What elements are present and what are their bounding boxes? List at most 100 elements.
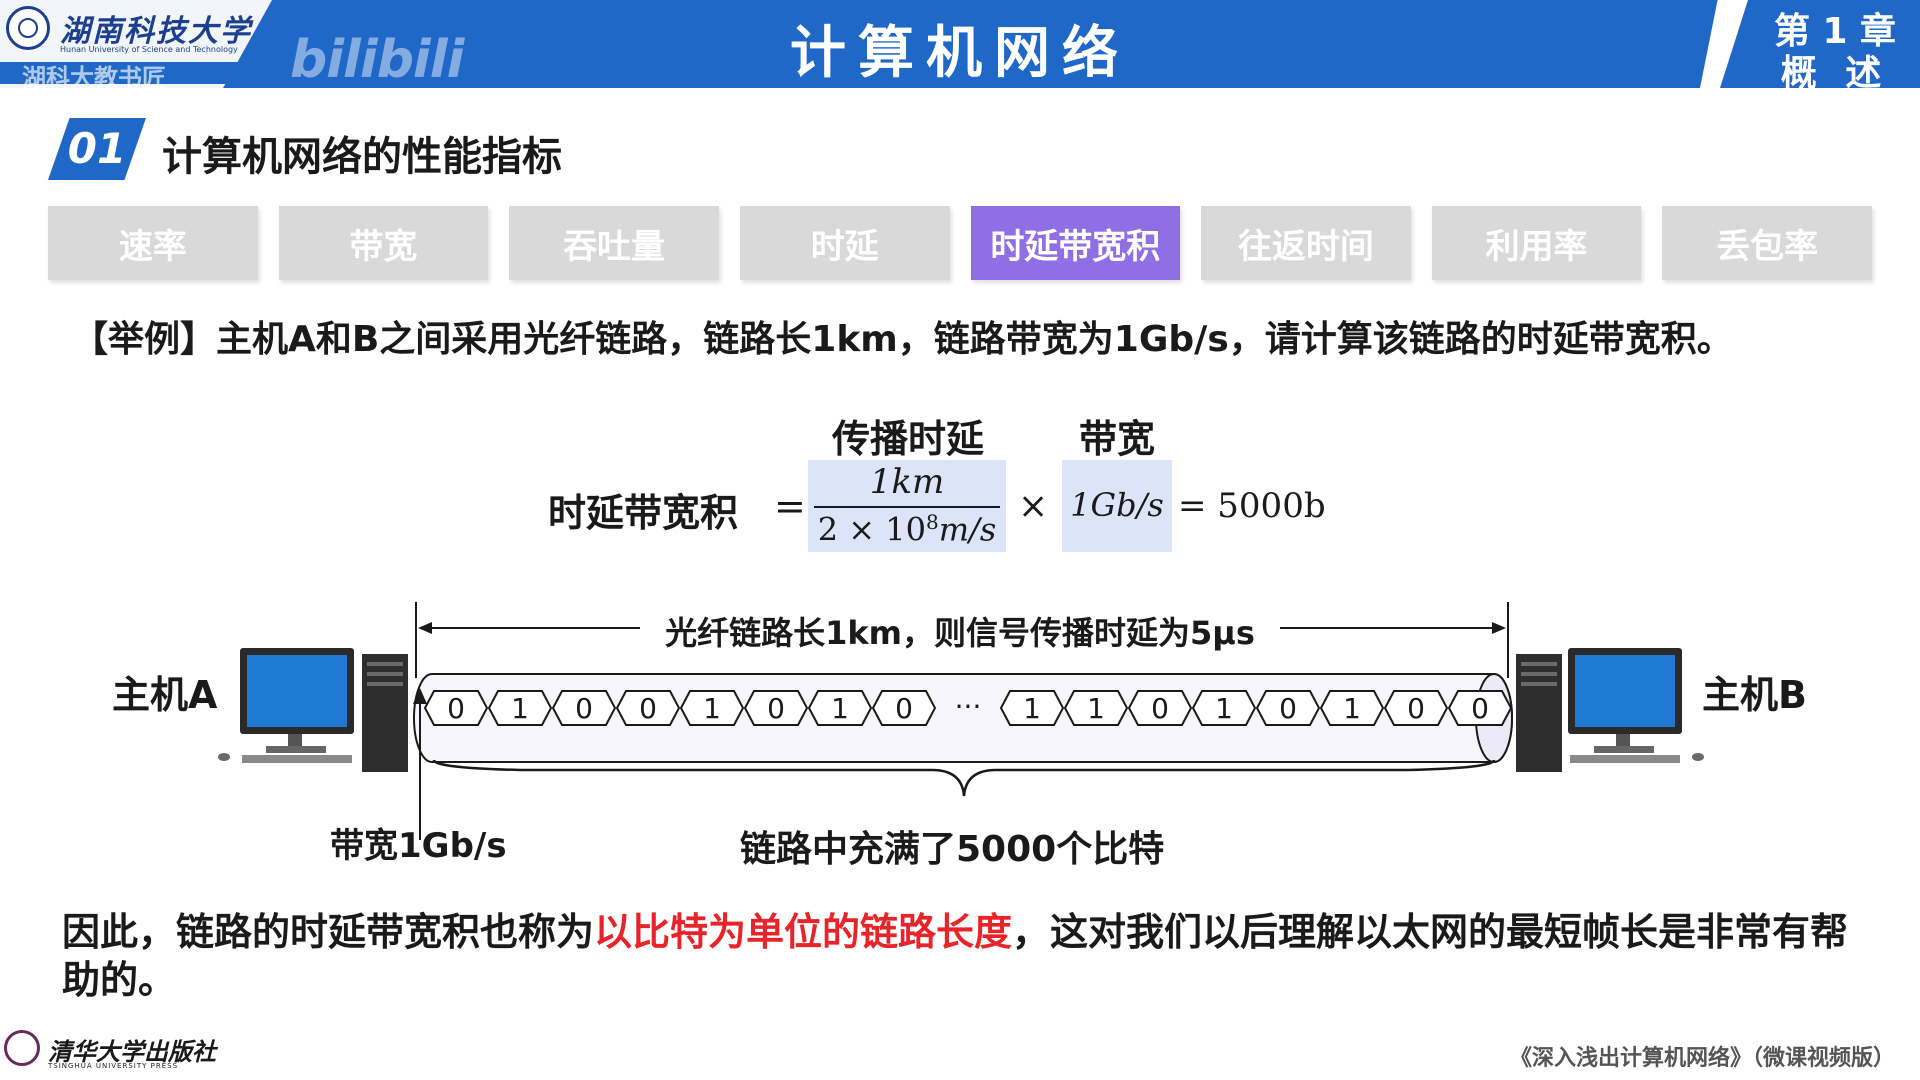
conclusion-highlight: 以比特为单位的链路长度 xyxy=(594,910,1013,954)
tab-round-trip-time[interactable]: 往返时间 xyxy=(1201,206,1411,280)
bit-shape xyxy=(871,690,937,726)
bit-right-3: 1 xyxy=(1191,690,1257,726)
host-b-label: 主机B xyxy=(1702,673,1807,717)
section-title: 计算机网络的性能指标 xyxy=(162,134,562,180)
bit-count-brace xyxy=(432,759,1496,797)
university-seal-icon xyxy=(6,6,50,50)
bit-right-2: 0 xyxy=(1127,690,1193,726)
bit-value: 0 xyxy=(767,692,785,725)
bit-value: 0 xyxy=(447,692,465,725)
denominator-base: 2 × 10 xyxy=(817,510,926,549)
bit-left-5: 0 xyxy=(743,690,809,726)
bandwidth-value: 1Gb/s xyxy=(1070,486,1164,524)
bit-value: 0 xyxy=(1471,692,1489,725)
example-question: 【举例】主机A和B之间采用光纤链路，链路长1km，链路带宽为1Gb/s，请计算该… xyxy=(72,319,1733,360)
bit-shape xyxy=(807,690,873,726)
bit-right-1: 1 xyxy=(1063,690,1129,726)
bit-value: 1 xyxy=(1023,692,1041,725)
bit-value: 1 xyxy=(831,692,849,725)
tab-utilization[interactable]: 利用率 xyxy=(1431,206,1642,280)
tab-throughput[interactable]: 吞吐量 xyxy=(509,206,719,280)
tab-bandwidth[interactable]: 带宽 xyxy=(278,206,489,280)
watermark-text: 湖科大教书匠 xyxy=(22,64,166,92)
bit-value: 0 xyxy=(1279,692,1297,725)
chapter-name: 概 述 xyxy=(1780,53,1890,94)
bit-shape xyxy=(1191,690,1257,726)
bit-value: 1 xyxy=(1215,692,1233,725)
book-title: 《深入浅出计算机网络》（微课视频版） xyxy=(1510,1046,1896,1071)
bit-value: 0 xyxy=(575,692,593,725)
fraction-bar xyxy=(814,506,1000,508)
bilibili-watermark-logo: bilibili xyxy=(290,30,464,90)
conclusion-part2: ，这对我们以后理解以太网的最短帧长是非常有帮助的。 xyxy=(62,910,1849,1002)
bit-right-0: 1 xyxy=(999,690,1065,726)
metric-tabs: 速率 带宽 吞吐量 时延 时延带宽积 往返时间 利用率 丢包率 xyxy=(48,206,1872,280)
bit-left-2: 0 xyxy=(551,690,617,726)
bit-shape xyxy=(551,690,617,726)
chapter-number: 第 1 章 xyxy=(1773,11,1897,52)
fraction-denominator: 2 × 108m/s xyxy=(808,510,1006,549)
bit-ellipsis: ··· xyxy=(955,690,982,723)
bit-value: 1 xyxy=(1343,692,1361,725)
host-a-computer-icon xyxy=(218,648,408,772)
bit-value: 1 xyxy=(703,692,721,725)
bit-left-4: 1 xyxy=(679,690,745,726)
formula-result: = 5000b xyxy=(1178,486,1326,526)
header-bar xyxy=(0,0,1920,88)
bandwidth-highlight xyxy=(1062,460,1172,552)
dimension-right-arrowhead xyxy=(1492,622,1506,634)
label-propagation-delay: 传播时延 xyxy=(831,417,984,461)
tab-delay[interactable]: 时延 xyxy=(739,206,950,280)
bit-left-7: 0 xyxy=(871,690,937,726)
university-name-en: Hunan University of Science and Technolo… xyxy=(60,45,238,54)
bit-shape xyxy=(999,690,1065,726)
bit-value: 0 xyxy=(1151,692,1169,725)
logo-underbar xyxy=(0,62,240,84)
denominator-unit: m/s xyxy=(938,510,997,549)
section-number: 01 xyxy=(67,124,127,173)
bits-fill-label: 链路中充满了5000个比特 xyxy=(740,829,1165,870)
bit-value: 1 xyxy=(1087,692,1105,725)
bit-left-0: 0 xyxy=(423,690,489,726)
denominator-exponent: 8 xyxy=(925,510,939,534)
bit-shape xyxy=(1383,690,1449,726)
host-a-label: 主机A xyxy=(112,673,218,717)
university-name-cn: 湖南科技大学 xyxy=(60,14,252,49)
bit-value: 0 xyxy=(895,692,913,725)
bit-left-6: 1 xyxy=(807,690,873,726)
bit-shape xyxy=(1447,690,1513,726)
fraction-numerator: 1km xyxy=(869,462,945,502)
bit-shape xyxy=(423,690,489,726)
bit-left-3: 0 xyxy=(615,690,681,726)
dimension-left-arrowhead xyxy=(418,622,432,634)
bit-shape xyxy=(1255,690,1321,726)
bit-left-1: 1 xyxy=(487,690,553,726)
course-title: 计算机网络 xyxy=(790,21,1130,86)
bit-right-5: 1 xyxy=(1319,690,1385,726)
bandwidth-label: 带宽1Gb/s xyxy=(330,826,507,866)
formula-times: × xyxy=(1018,486,1049,527)
bit-value: 0 xyxy=(639,692,657,725)
bit-shape xyxy=(1127,690,1193,726)
conclusion-text: 因此，链路的时延带宽积也称为以比特为单位的链路长度，这对我们以后理解以太网的最短… xyxy=(62,908,1852,1004)
bit-value: 0 xyxy=(1407,692,1425,725)
bandwidth-arrowhead xyxy=(413,688,427,704)
bit-right-7: 0 xyxy=(1447,690,1513,726)
formula-name: 时延带宽积 xyxy=(548,491,739,535)
bit-right-6: 0 xyxy=(1383,690,1449,726)
link-length-text: 光纤链路长1km，则信号传播时延为5μs xyxy=(640,608,1280,654)
tab-packet-loss[interactable]: 丢包率 xyxy=(1662,206,1872,280)
tab-delay-bandwidth-product[interactable]: 时延带宽积 xyxy=(970,206,1181,280)
bit-shape xyxy=(679,690,745,726)
tab-rate[interactable]: 速率 xyxy=(48,206,258,280)
formula-equals: = xyxy=(774,484,806,528)
publisher-name: 清华大学出版社 xyxy=(48,1037,216,1066)
bit-shape xyxy=(1319,690,1385,726)
conclusion-part1: 因此，链路的时延带宽积也称为 xyxy=(62,910,595,954)
publisher-seal-icon xyxy=(4,1030,40,1066)
bit-shape xyxy=(1063,690,1129,726)
host-b-computer-icon xyxy=(1516,648,1704,772)
bit-right-4: 0 xyxy=(1255,690,1321,726)
